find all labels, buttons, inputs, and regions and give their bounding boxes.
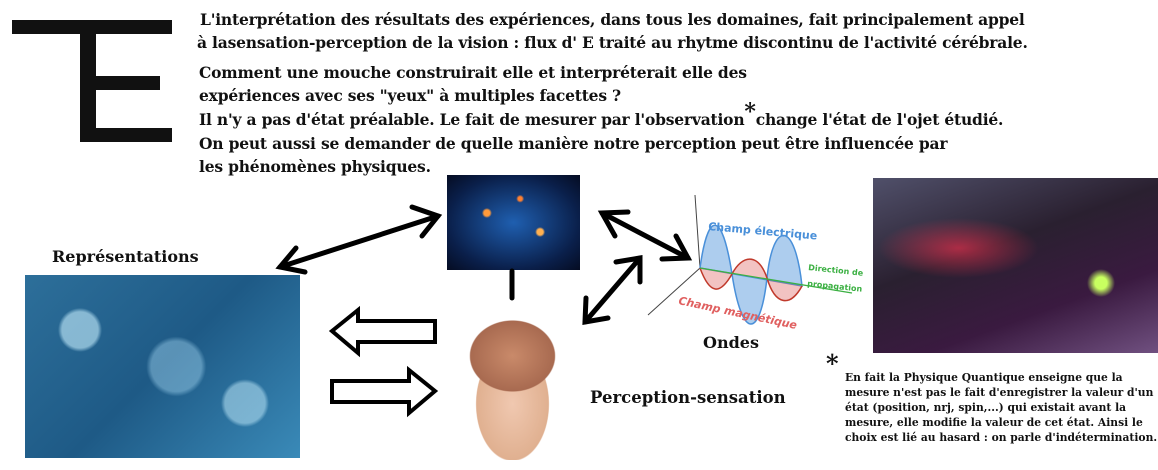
double-arrow-brain-waves: [582, 255, 643, 325]
footnote-line: état (position, nrj, spin,...) qui exist…: [845, 400, 1127, 414]
electric-wave: [699, 224, 803, 325]
intro-line-2: à lasensation-perception de la vision : …: [197, 33, 1028, 52]
footnote: En fait la Physique Quantique enseigne q…: [845, 370, 1157, 445]
axis-vertical: [694, 194, 701, 269]
hollow-arrow-left: [328, 305, 437, 358]
label-perception: Perception-sensation: [590, 388, 786, 407]
footnote-line: En fait la Physique Quantique enseigne q…: [845, 370, 1123, 384]
double-arrow-neurons-representations: [275, 204, 443, 275]
brain-image: [445, 300, 580, 460]
neurons-image: [447, 175, 580, 270]
footnote-line: mesure, elle modifie la valeur de cet ét…: [845, 415, 1143, 429]
intro-line-5b: change l'état de l'ojet étudié.: [755, 110, 1004, 129]
intro-line-5a: Il n'y a pas d'état préalable. Le fait d…: [199, 110, 745, 129]
intro-line-6: On peut aussi se demander de quelle mani…: [199, 134, 948, 153]
axis-diagonal: [647, 267, 701, 316]
hollow-arrow-right: [330, 365, 439, 418]
intro-line-1: L'interprétation des résultats des expér…: [200, 10, 1025, 29]
note-star: *: [826, 349, 839, 378]
label-ondes: Ondes: [703, 333, 759, 352]
intro-line-5: Il n'y a pas d'état préalable. Le fait d…: [199, 99, 1004, 129]
intro-line-3: Comment une mouche construirait elle et …: [199, 63, 747, 82]
magnetic-wave: [699, 258, 803, 302]
label-representations: Représentations: [52, 247, 199, 266]
intro-line-7: les phénomènes physiques.: [199, 157, 431, 176]
wave-diagram: Champ électrique Champ magnétique Direct…: [647, 194, 864, 332]
footnote-line: choix est lié au hasard : on parle d'ind…: [845, 430, 1158, 444]
representations-image: [25, 275, 300, 458]
laser-image: [873, 178, 1158, 353]
intro-line-4: expériences avec ses "yeux" à multiples …: [199, 86, 621, 105]
double-arrow-neurons-waves: [597, 209, 693, 262]
footnote-line: mesure n'est pas le fait d'enregistrer l…: [845, 385, 1154, 399]
propagation-axis: [699, 267, 853, 294]
logo-e: [12, 20, 172, 142]
